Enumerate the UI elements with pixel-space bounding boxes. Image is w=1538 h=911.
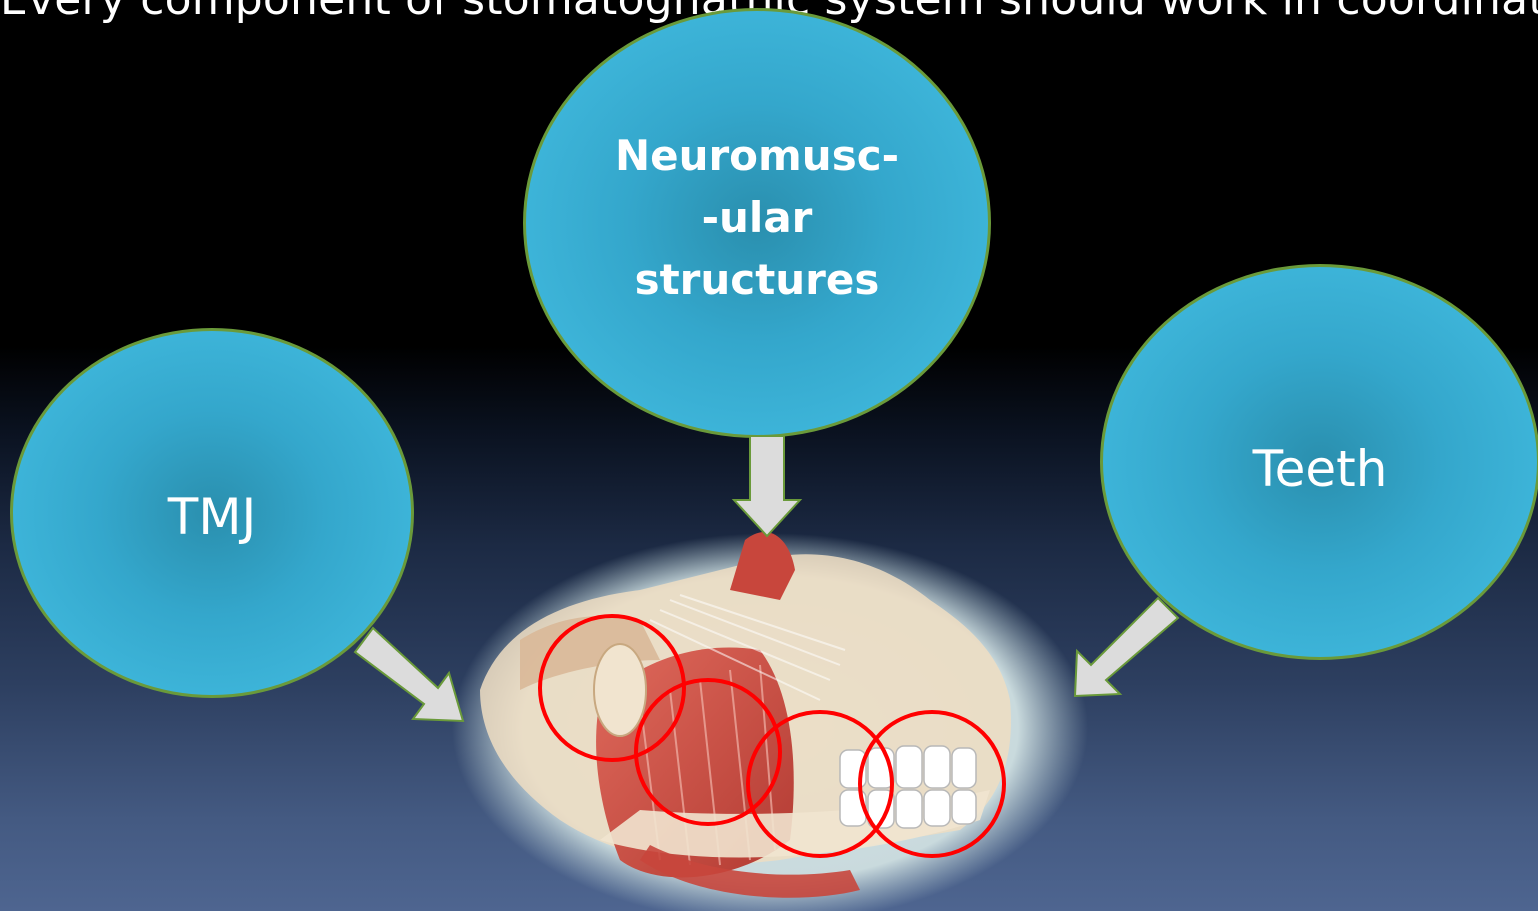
- highlight-circle-muscle: [636, 680, 780, 824]
- highlight-circle-teeth: [860, 712, 1004, 856]
- highlight-circle-mandible: [748, 712, 892, 856]
- highlight-circle-tmj: [540, 616, 684, 760]
